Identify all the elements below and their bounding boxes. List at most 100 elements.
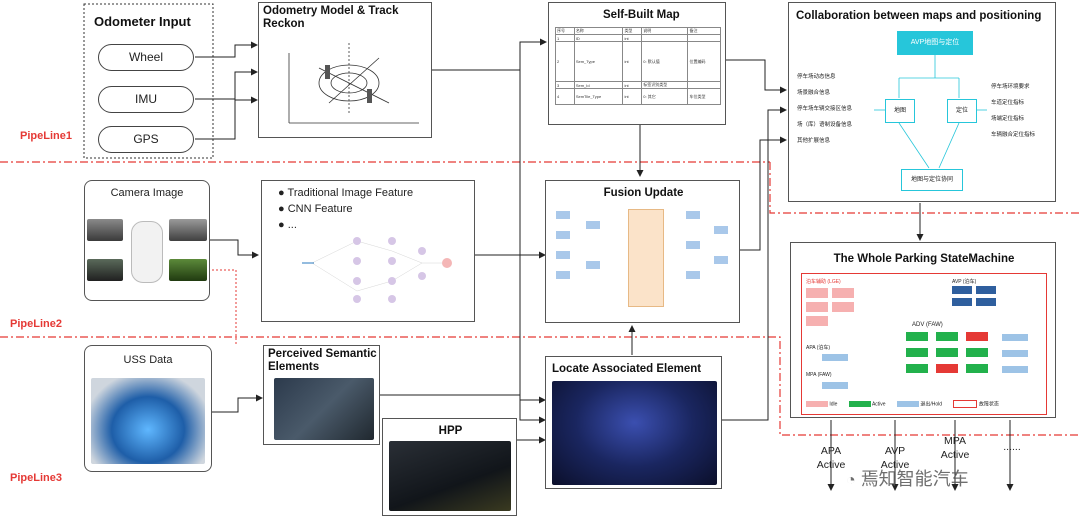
feature-item-label: ... bbox=[287, 219, 297, 231]
table-cell: 0: 默认值 bbox=[641, 41, 689, 82]
pipeline-1-label: PipeLine1 bbox=[20, 130, 72, 142]
hpp-box: HPP bbox=[382, 418, 517, 516]
camera-thumbnail bbox=[87, 259, 123, 281]
list-item: 场景融合信息 bbox=[797, 90, 831, 96]
state-legend: Idle Active 退出/Hold 故障状态 bbox=[806, 400, 1042, 410]
uss-title: USS Data bbox=[123, 354, 173, 366]
imu-input: IMU bbox=[98, 86, 194, 113]
table-cell: ID bbox=[573, 34, 624, 42]
legend-label: Active bbox=[871, 401, 886, 408]
avp-active-label: AVP Active bbox=[880, 445, 910, 471]
odometer-title: Odometer Input bbox=[94, 14, 191, 29]
list-item: 场（库）语制设备信息 bbox=[797, 122, 853, 128]
avp-center-node: AVP地图与定位 bbox=[897, 31, 973, 55]
odometry-sketch bbox=[288, 43, 419, 124]
watermark-text: 焉知智能汽车 bbox=[860, 469, 969, 489]
collaboration-lines bbox=[874, 55, 987, 169]
collab-left-list: 停车场动态信息 场景融合信息 停车场车辆交接区信息 场（库）语制设备信息 其他扩… bbox=[797, 69, 875, 149]
table-cell: 2 bbox=[555, 41, 575, 82]
table-cell: 标签识别类型 bbox=[641, 81, 689, 89]
self-built-map-box: Self-Built Map 序号 名称 类型 说明 备注 1 ID int 2… bbox=[548, 2, 726, 125]
fusion-core-block bbox=[628, 209, 664, 307]
legend-label: 退出/Hold bbox=[920, 401, 943, 408]
camera-title: Camera Image bbox=[110, 187, 184, 199]
camera-thumbnail bbox=[169, 259, 207, 281]
uss-data-box: USS Data bbox=[84, 345, 212, 472]
feature-item: ● Traditional Image Feature bbox=[278, 187, 414, 199]
state-group-label: 泊车辅助 (LGE) bbox=[806, 279, 841, 285]
list-item: 场端定位指标 bbox=[991, 116, 1025, 122]
table-header: 备注 bbox=[687, 27, 721, 35]
feature-item-label: CNN Feature bbox=[287, 203, 353, 215]
table-cell: 0: 其它 bbox=[641, 88, 689, 105]
table-cell: SemTile_Type bbox=[573, 88, 624, 105]
table-cell: 车位类型 bbox=[687, 88, 721, 105]
state-group-label: APA (泊车) bbox=[806, 345, 831, 351]
gps-input: GPS bbox=[98, 126, 194, 153]
state-group-label: AVP (泊车) bbox=[952, 279, 977, 285]
table-cell: int bbox=[622, 81, 643, 89]
uss-sensor-image bbox=[91, 378, 205, 464]
list-item: 其他扩展信息 bbox=[797, 138, 831, 144]
localization-node: 定位 bbox=[947, 99, 977, 123]
car-topview-icon bbox=[131, 221, 163, 283]
state-machine-frame: 泊车辅助 (LGE) AVP (泊车) APA (泊车) ADV (FAW) M… bbox=[801, 273, 1047, 415]
collaboration-title: Collaboration between maps and positioni… bbox=[796, 10, 1042, 22]
feature-item: ● ... bbox=[278, 219, 297, 231]
pipeline-separators bbox=[0, 161, 1080, 436]
locate-pointcloud-image bbox=[552, 381, 717, 485]
table-cell bbox=[687, 81, 721, 89]
feature-item: ● CNN Feature bbox=[278, 203, 353, 215]
table-header: 类型 bbox=[622, 27, 643, 35]
self-built-map-table: 序号 名称 类型 说明 备注 1 ID int 2 Sem_Type int 0… bbox=[555, 27, 721, 105]
pipeline-3-label: PipeLine3 bbox=[10, 472, 62, 484]
list-item: 停车场环境要求 bbox=[991, 84, 1030, 90]
collab-right-list: 停车场环境要求 车道定位指标 场端定位指标 车辆融合定位指标 bbox=[991, 79, 1051, 143]
table-cell bbox=[641, 34, 689, 42]
odometry-model-box: Odometry Model & Track Reckon bbox=[258, 2, 432, 138]
perceived-title: Perceived Semantic Elements bbox=[268, 348, 377, 373]
feature-item-label: Traditional Image Feature bbox=[287, 187, 414, 199]
fusion-update-box: Fusion Update bbox=[545, 180, 740, 323]
odometry-model-title: Odometry Model & Track Reckon bbox=[263, 5, 399, 30]
camera-image-box: Camera Image bbox=[84, 180, 210, 301]
state-group-label: MPA (FAW) bbox=[806, 372, 832, 378]
locate-title: Locate Associated Element bbox=[552, 363, 702, 375]
cnn-network-sketch bbox=[302, 237, 452, 303]
list-item: 停车场车辆交接区信息 bbox=[797, 106, 853, 112]
pipeline-2-label: PipeLine2 bbox=[10, 318, 62, 330]
camera-thumbnail bbox=[169, 219, 207, 241]
table-cell: 4 bbox=[555, 88, 575, 105]
watermark: ◔ 焉知智能汽车 bbox=[846, 465, 969, 491]
collab-bottom-node: 地图与定位协同 bbox=[901, 169, 963, 191]
perceived-semantic-box: Perceived Semantic Elements bbox=[263, 345, 380, 445]
map-node: 地图 bbox=[885, 99, 915, 123]
list-item: 车辆融合定位指标 bbox=[991, 132, 1036, 138]
table-cell: int bbox=[622, 41, 643, 82]
self-built-map-title: Self-Built Map bbox=[603, 9, 680, 21]
more-label: ...... bbox=[1003, 441, 1021, 453]
wheel-input: Wheel bbox=[98, 44, 194, 71]
locate-associated-box: Locate Associated Element bbox=[545, 356, 722, 489]
table-cell: int bbox=[622, 34, 643, 42]
table-cell: 1 bbox=[555, 34, 575, 42]
fusion-update-title: Fusion Update bbox=[603, 187, 684, 199]
table-header: 名称 bbox=[573, 27, 624, 35]
legend-label: 故障状态 bbox=[978, 401, 999, 408]
table-cell: Sem_Type bbox=[573, 41, 624, 82]
table-cell: Sem_Id bbox=[573, 81, 624, 89]
table-cell: int bbox=[622, 88, 643, 105]
odometer-border bbox=[83, 3, 214, 159]
collaboration-box: Collaboration between maps and positioni… bbox=[788, 2, 1056, 202]
table-cell bbox=[687, 34, 721, 42]
legend-label: Idle bbox=[829, 401, 838, 408]
mpa-active-label: MPA Active bbox=[940, 435, 970, 461]
state-group-label: ADV (FAW) bbox=[912, 322, 943, 328]
list-item: 车道定位指标 bbox=[991, 100, 1025, 106]
wechat-icon: ◔ bbox=[846, 472, 856, 489]
camera-thumbnail bbox=[87, 219, 123, 241]
list-item: 停车场动态信息 bbox=[797, 74, 836, 80]
feature-extraction-box: ● Traditional Image Feature ● CNN Featur… bbox=[261, 180, 475, 322]
table-cell: 3 bbox=[555, 81, 575, 89]
